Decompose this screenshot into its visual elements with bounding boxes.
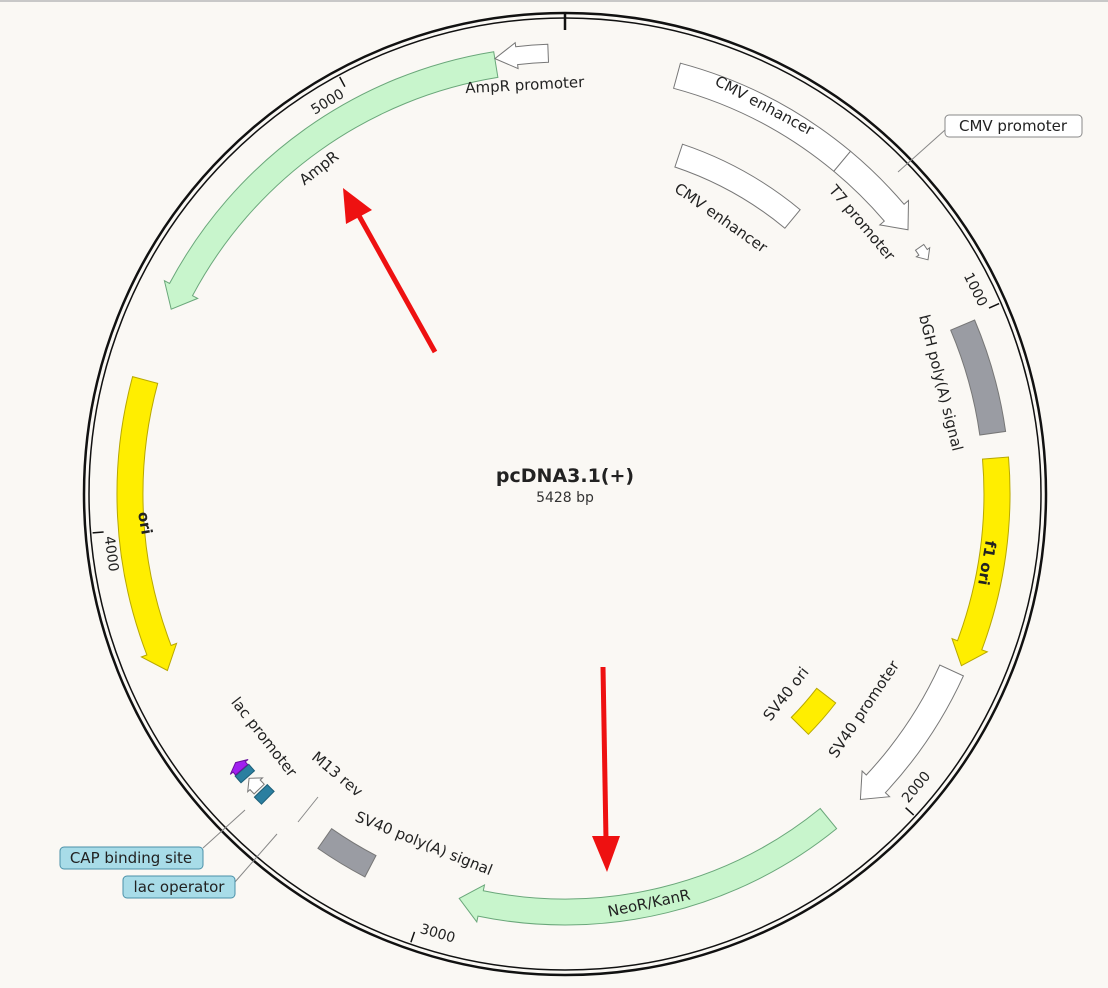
plasmid-length: 5428 bp xyxy=(536,490,594,506)
lac-operator-leader xyxy=(234,833,278,883)
feature-ampr-15[interactable] xyxy=(163,51,499,310)
tick-mark-4000 xyxy=(92,531,104,534)
cmv-promoter-callout xyxy=(944,114,1083,138)
label-cap-binding-site: CAP binding site xyxy=(70,849,192,867)
tick-mark-3000 xyxy=(410,931,416,943)
feature-sv40-promoter-6[interactable] xyxy=(859,664,965,801)
feature-sv40-ori-7[interactable] xyxy=(790,687,837,736)
feature-sv40-poly-a-signal-9[interactable] xyxy=(317,828,377,878)
feature-t7-promoter-3[interactable] xyxy=(914,243,931,261)
feature-cap-binding-site-10[interactable] xyxy=(253,783,275,805)
cmv-promoter-leader xyxy=(897,129,946,173)
label-ori: ori xyxy=(134,510,156,536)
feature-neor-kanr-8[interactable] xyxy=(458,807,838,926)
features-layer xyxy=(116,41,1011,926)
label-lac-operator: lac operator xyxy=(134,878,226,896)
feature-f1-ori-5[interactable] xyxy=(951,456,1011,667)
feature-ori-14[interactable] xyxy=(116,375,178,672)
feature-ampr-promoter-16[interactable] xyxy=(493,41,550,70)
feature-lac-promoter-11[interactable] xyxy=(247,777,265,795)
cap-leader xyxy=(202,809,246,849)
tick-mark-2000 xyxy=(905,807,915,816)
tick-label-1000: 1000 xyxy=(960,270,990,309)
feature-bgh-poly-a-signal-4[interactable] xyxy=(950,319,1007,436)
feature-cmv-promoter-1[interactable] xyxy=(833,150,910,231)
cap-binding-site-callout xyxy=(59,846,204,870)
plasmid-backbone xyxy=(82,11,1048,977)
tick-mark-1000 xyxy=(988,302,1000,309)
label-m13-rev: M13 rev xyxy=(308,748,366,801)
label-sv40-polya: SV40 poly(A) signal xyxy=(353,808,496,880)
lac-operator-callout xyxy=(122,875,236,899)
label-cmv-promoter: CMV promoter xyxy=(959,117,1068,135)
tick-label-3000: 3000 xyxy=(418,921,457,946)
tick-label-4000: 4000 xyxy=(101,535,122,572)
plasmid-name: pcDNA3.1(+) xyxy=(496,465,634,487)
feature-lac-operator-12[interactable] xyxy=(234,763,256,784)
tick-mark-5000 xyxy=(339,76,346,88)
m13-leader xyxy=(297,796,319,823)
feature-m13-rev-13[interactable] xyxy=(229,759,249,776)
red-arrow-neor xyxy=(592,666,620,872)
red-arrow-ampr xyxy=(343,188,438,354)
feature-cmv-enhancer-2[interactable] xyxy=(674,143,801,229)
